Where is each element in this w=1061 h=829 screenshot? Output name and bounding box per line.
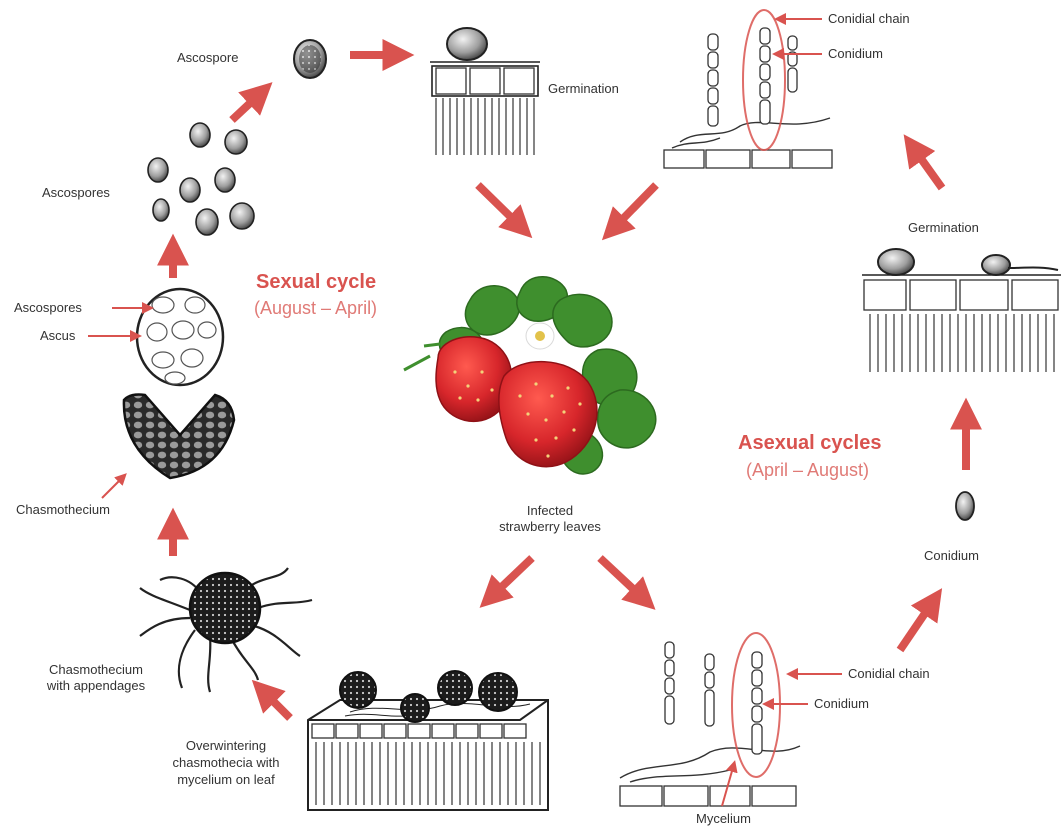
label-overwintering-3: mycelium on leaf	[150, 772, 302, 788]
arrow-ascospores-to-ascospore	[232, 92, 262, 120]
ascus-illustration	[137, 289, 223, 385]
label-conidial-chain-bottom: Conidial chain	[848, 666, 930, 682]
germination-leaf-illustration	[430, 28, 540, 155]
label-chasmothecium: Chasmothecium	[16, 502, 110, 518]
label-conidium-top: Conidium	[828, 46, 883, 62]
ascospore-illustration	[294, 40, 326, 78]
arrow-conidia-to-center	[612, 185, 656, 230]
label-germination-top: Germination	[548, 81, 619, 97]
arrow-center-to-overwintering	[490, 558, 532, 598]
germination-right-illustration	[862, 249, 1061, 372]
conidial-chain-top-illustration	[664, 10, 832, 168]
strawberry-illustration	[404, 277, 656, 474]
label-chasmothecium-appendages-1: Chasmothecium	[20, 662, 172, 678]
ascospores-cluster-illustration	[148, 123, 254, 235]
arrow-center-to-mycelium	[600, 558, 645, 600]
asexual-cycle-title: Asexual cycles	[738, 432, 881, 455]
label-conidial-chain-top: Conidial chain	[828, 11, 910, 27]
center-label-line2: strawberry leaves	[480, 519, 620, 535]
label-overwintering-1: Overwintering	[150, 738, 302, 754]
center-label-line1: Infected	[480, 503, 620, 519]
chasmothecium-illustration	[124, 395, 234, 478]
arrow-overwintering-to-appendages	[262, 690, 290, 718]
sexual-cycle-title: Sexual cycle	[256, 271, 376, 294]
label-conidium-bottom: Conidium	[814, 696, 869, 712]
pointer-chasmothecium	[102, 476, 124, 498]
sexual-cycle-period: (August – April)	[254, 298, 377, 319]
label-ascus: Ascus	[40, 328, 75, 344]
label-germination-right: Germination	[908, 220, 979, 236]
arrow-mycelium-to-conidium	[900, 600, 934, 650]
label-conidium-right: Conidium	[924, 548, 979, 564]
conidial-chain-bottom-illustration	[620, 633, 800, 806]
conidium-right-illustration	[956, 492, 974, 520]
label-ascospores-cluster: Ascospores	[42, 185, 110, 201]
label-chasmothecium-appendages-2: with appendages	[20, 678, 172, 694]
label-ascospores-ascus: Ascospores	[14, 300, 82, 316]
arrow-germination-right-to-conidia	[912, 146, 942, 188]
label-overwintering-2: chasmothecia with	[150, 755, 302, 771]
label-mycelium: Mycelium	[696, 811, 751, 827]
asexual-cycle-period: (April – August)	[746, 460, 869, 481]
arrow-germination-to-center	[478, 185, 522, 228]
label-ascospore: Ascospore	[177, 50, 238, 66]
overwintering-leaf-illustration	[308, 671, 548, 810]
